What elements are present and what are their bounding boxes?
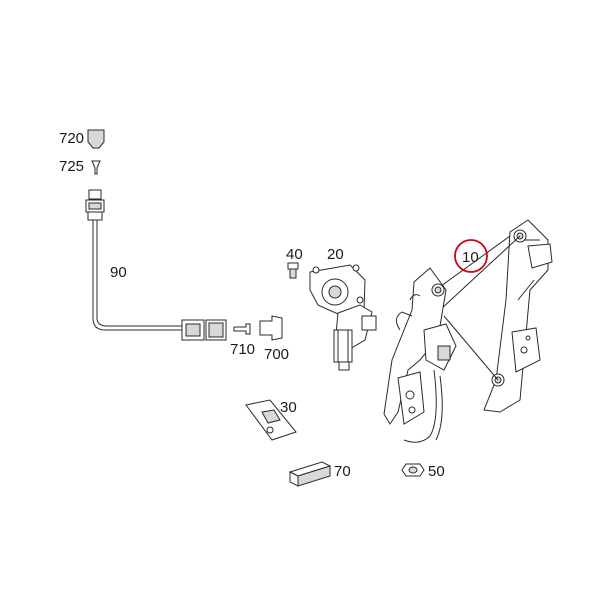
label-725: 725 — [59, 158, 84, 175]
cable-90 — [92, 220, 182, 331]
window-regulator-10 — [383, 219, 553, 443]
label-30: 30 — [280, 399, 297, 416]
label-10: 10 — [462, 249, 479, 266]
label-20: 20 — [327, 246, 344, 263]
label-700: 700 — [264, 346, 289, 363]
window-motor-20 — [309, 264, 377, 371]
label-50: 50 — [428, 463, 445, 480]
label-70: 70 — [334, 463, 351, 480]
pin-710 — [233, 323, 251, 335]
label-710: 710 — [230, 341, 255, 358]
wiring-harness — [85, 129, 283, 341]
plug-cap-720 — [87, 129, 105, 149]
callout-labels: 720 725 90 40 20 710 700 30 70 50 10 — [59, 130, 488, 480]
nut-50 — [401, 463, 425, 477]
pad-70 — [288, 461, 332, 487]
connector-upper — [88, 189, 102, 200]
label-90: 90 — [110, 264, 127, 281]
pin-725 — [91, 160, 101, 175]
bracket-30 — [245, 399, 297, 441]
screw-40 — [287, 262, 299, 279]
label-720: 720 — [59, 130, 84, 147]
cap-700 — [259, 315, 283, 341]
highlight-circle — [454, 239, 488, 273]
label-40: 40 — [286, 246, 303, 263]
